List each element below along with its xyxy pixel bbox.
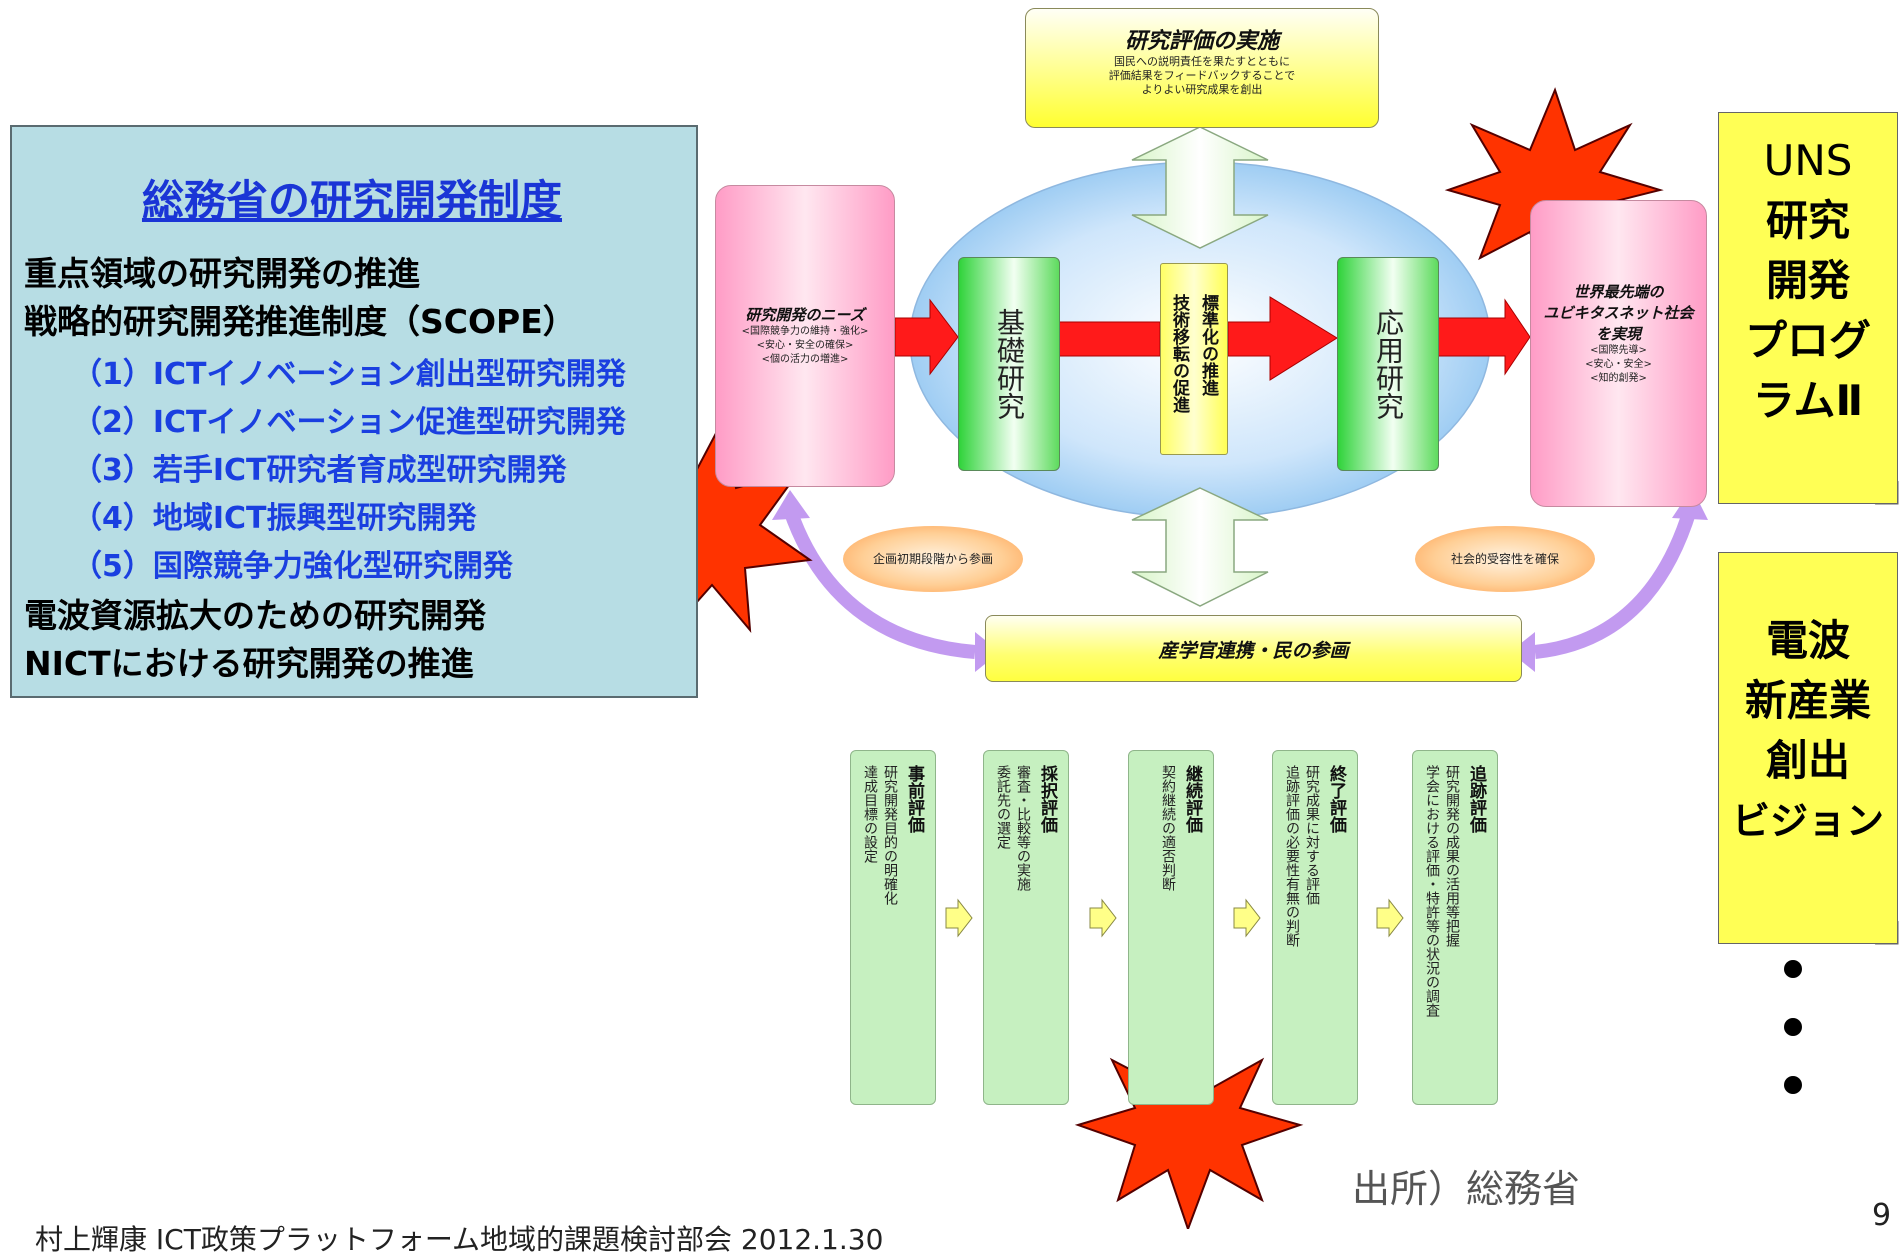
tech-transfer-label: 技術移転の促進: [1169, 294, 1189, 413]
denpa-line-3: 創出: [1765, 736, 1850, 785]
process-desc: 契約継続の適否判断: [1160, 765, 1176, 891]
process-title: 事前評価: [904, 765, 924, 833]
process-box-pre: 事前評価 研究開発目的の明確化 達成目標の設定: [850, 750, 936, 1105]
ellipsis-dot: [1784, 1076, 1802, 1094]
process-box-followup: 追跡評価 研究開発の成果の活用等把握 学会における評価・特許等の状況の調査: [1412, 750, 1498, 1105]
denpa-line-1: 電波: [1765, 616, 1850, 665]
ouyou-to-world-arrow: [1436, 298, 1531, 376]
process-desc: 研究成果に対する評価: [1304, 765, 1320, 905]
standardization-label: 標準化の推進: [1198, 294, 1218, 396]
eval-double-arrow: [1131, 126, 1269, 249]
left-panel: 総務省の研究開発制度 重点領域の研究開発の推進 戦略的研究開発推進制度（SCOP…: [10, 125, 698, 698]
process-box-selection: 採択評価 審査・比較等の実施 委託先の選定: [983, 750, 1069, 1105]
right-purple-head-bottom: [1510, 632, 1535, 672]
left-panel-sub-5: （5）国際競争力強化型研究開発: [72, 549, 513, 584]
left-purple-head-top: [772, 490, 810, 520]
collab-double-arrow: [1131, 487, 1269, 607]
tech-to-ouyou-arrow: [1227, 296, 1338, 381]
world-title-3: を実現: [1595, 325, 1641, 343]
eval-title: 研究評価の実施: [1124, 29, 1279, 54]
left-panel-line-3: 電波資源拡大のための研究開発: [24, 596, 486, 635]
process-arrow-1: [945, 898, 973, 938]
process-desc: 研究開発の成果の活用等把握: [1444, 765, 1460, 947]
world-society-box: 世界最先端の ユビキタスネット社会 を実現 <国際先導> <安心・安全> <知的…: [1530, 200, 1707, 507]
needs-box: 研究開発のニーズ <国際競争力の維持・強化> <安心・安全の確保> <個の活力の…: [715, 185, 895, 487]
ouyou-research-box: 応用研究: [1337, 257, 1439, 471]
left-panel-sub-3: （3）若手ICT研究者育成型研究開発: [72, 453, 567, 488]
process-desc: 追跡評価の必要性有無の判断: [1284, 765, 1300, 947]
collab-label: 産学官連携・民の参画: [1158, 640, 1349, 662]
process-title: 継続評価: [1182, 765, 1202, 833]
source-label: 出所）総務省: [1352, 1167, 1581, 1211]
ellipsis-dot: [1784, 960, 1802, 978]
process-title: 追跡評価: [1466, 765, 1486, 833]
process-desc: 審査・比較等の実施: [1015, 765, 1031, 891]
needs-line-2: <安心・安全の確保>: [756, 340, 854, 351]
process-arrow-4: [1376, 898, 1404, 938]
eval-line-2: 評価結果をフィードバックすることで: [1108, 69, 1296, 82]
left-panel-title: 総務省の研究開発制度: [141, 176, 562, 225]
kiso-research-box: 基礎研究: [958, 257, 1060, 471]
ellipsis-dot: [1784, 1018, 1802, 1036]
left-panel-line-4: NICTにおける研究開発の推進: [24, 644, 474, 683]
oval-early-participation: 企画初期段階から参画: [843, 526, 1023, 592]
left-panel-line-2: 戦略的研究開発推進制度（SCOPE）: [24, 302, 576, 341]
left-panel-line-1: 重点領域の研究開発の推進: [24, 254, 420, 293]
needs-to-kiso-arrow: [894, 298, 959, 376]
eval-line-3: よりよい研究成果を創出: [1141, 83, 1263, 96]
left-panel-sub-2: （2）ICTイノベーション促進型研究開発: [72, 405, 626, 440]
uns-program-note: UNS 研究 開発 プログ ラムⅡ: [1718, 112, 1898, 504]
denpa-line-4: ビジョン: [1731, 799, 1884, 843]
uns-line-2: 研究: [1765, 196, 1850, 245]
denpa-vision-note: 電波 新産業 創出 ビジョン: [1718, 552, 1898, 944]
world-line-2: <安心・安全>: [1585, 359, 1652, 370]
process-desc: 達成目標の設定: [862, 765, 878, 863]
process-title: 採択評価: [1037, 765, 1057, 833]
left-purple-curve: [783, 507, 976, 659]
process-title: 終了評価: [1326, 765, 1346, 833]
needs-title: 研究開発のニーズ: [745, 306, 865, 324]
process-arrow-3: [1233, 898, 1261, 938]
page-number: 9: [1872, 1198, 1892, 1233]
world-title-1: 世界最先端の: [1573, 283, 1664, 301]
eval-line-1: 国民への説明責任を果たすとともに: [1114, 55, 1290, 68]
footer-text: 村上輝康 ICT政策プラットフォーム地域的課題検討部会 2012.1.30: [35, 1223, 884, 1256]
eval-box: 研究評価の実施 国民への説明責任を果たすとともに 評価結果をフィードバックするこ…: [1025, 8, 1379, 128]
process-desc: 研究開発目的の明確化: [882, 765, 898, 905]
uns-line-4: プログ: [1744, 316, 1871, 365]
process-desc: 学会における評価・特許等の状況の調査: [1424, 765, 1440, 1017]
uns-line-5: ラムⅡ: [1752, 376, 1864, 425]
needs-line-1: <国際競争力の維持・強化>: [741, 326, 869, 337]
process-box-continuation: 継続評価 契約継続の適否判断: [1128, 750, 1214, 1105]
oval-social-acceptance: 社会的受容性を確保: [1415, 526, 1595, 592]
denpa-line-2: 新産業: [1744, 676, 1871, 725]
world-line-3: <知的創発>: [1590, 373, 1647, 384]
tech-transfer-box: 技術移転の促進 標準化の推進: [1160, 263, 1228, 455]
process-arrows: [945, 898, 1404, 938]
process-box-final: 終了評価 研究成果に対する評価 追跡評価の必要性有無の判断: [1272, 750, 1358, 1105]
right-purple-curve: [1534, 507, 1697, 659]
needs-line-3: <個の活力の増進>: [761, 354, 849, 365]
process-arrow-2: [1089, 898, 1117, 938]
world-line-1: <国際先導>: [1590, 345, 1647, 356]
kiso-to-tech-arrow: [1057, 321, 1161, 357]
left-panel-sub-1: （1）ICTイノベーション創出型研究開発: [72, 357, 626, 392]
world-title-2: ユビキタスネット社会: [1543, 304, 1694, 322]
uns-line-3: 開発: [1765, 256, 1850, 305]
uns-line-1: UNS: [1763, 136, 1853, 185]
collab-box: 産学官連携・民の参画: [985, 615, 1522, 682]
process-desc: 委託先の選定: [995, 765, 1011, 849]
left-panel-sub-4: （4）地域ICT振興型研究開発: [72, 501, 477, 536]
